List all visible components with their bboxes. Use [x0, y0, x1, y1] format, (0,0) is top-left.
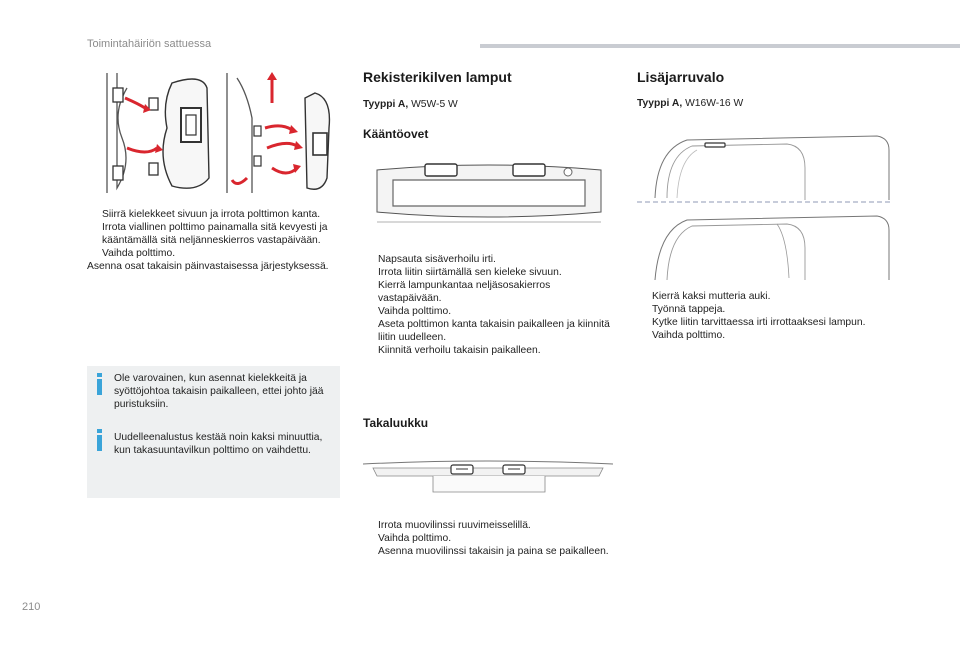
list-item: Siirrä kielekkeet sivuun ja irrota poltt…: [102, 209, 321, 220]
tailgate-lamp-instructions: Irrota muovilinssi ruuvimeisselillä. Vai…: [363, 519, 613, 558]
tailgate-lamp-illustration: [363, 450, 613, 500]
reset-note: Uudelleenalustus kestää noin kaksi minuu…: [87, 422, 340, 498]
reset-note-text: Uudelleenalustus kestää noin kaksi minuu…: [114, 432, 323, 456]
section-title-plate-lamps: Rekisterikilven lamput: [363, 69, 512, 85]
list-item: Kierrä kaksi mutteria auki.: [652, 291, 771, 302]
lamp-holder-illustration: [87, 68, 340, 198]
list-item: Vaihda polttimo.: [102, 248, 176, 259]
left-instructions: Siirrä kielekkeet sivuun ja irrota poltt…: [87, 208, 340, 273]
list-item: Napsauta sisäverhoilu irti.: [378, 254, 496, 265]
list-item: Kiinnitä verhoilu takaisin paikalleen.: [378, 345, 541, 356]
list-item: Irrota viallinen polttimo painamalla sit…: [102, 222, 328, 246]
list-item: Aseta polttimon kanta takaisin paikallee…: [378, 319, 610, 343]
section-title-brake-light: Lisäjarruvalo: [637, 69, 725, 85]
page-number: 210: [22, 601, 41, 613]
info-icon: [97, 429, 102, 451]
brake-light-instructions: Kierrä kaksi mutteria auki. Työnnä tappe…: [637, 290, 892, 342]
list-item: Kytke liitin tarvittaessa irti irrottaak…: [652, 317, 866, 328]
list-item: Irrota liitin siirtämällä sen kieleke si…: [378, 267, 562, 278]
header-bar: [480, 44, 960, 48]
running-header: Toimintahäiriön sattuessa: [87, 38, 212, 50]
door-steps-list: Napsauta sisäverhoilu irti. Irrota liiti…: [363, 253, 613, 357]
brake-steps-list: Kierrä kaksi mutteria auki. Työnnä tappe…: [637, 290, 892, 342]
door-plate-lamp-illustration: [363, 152, 613, 242]
subsection-title-doors: Kääntöovet: [363, 127, 429, 141]
list-item: Kierrä lampunkantaa neljäsosakierros vas…: [378, 280, 551, 304]
list-item: Vaihda polttimo.: [378, 306, 452, 317]
info-icon: [97, 373, 102, 395]
list-item: Vaihda polttimo.: [378, 533, 452, 544]
left-steps-list: Siirrä kielekkeet sivuun ja irrota poltt…: [87, 208, 340, 260]
plate-lamp-type: Tyyppi A, W5W-5 W: [363, 99, 458, 110]
list-item: Työnnä tappeja.: [652, 304, 726, 315]
brake-light-illustration: [637, 128, 892, 283]
list-item: Asenna muovilinssi takaisin ja paina se …: [378, 546, 609, 557]
list-item: Irrota muovilinssi ruuvimeisselillä.: [378, 520, 531, 531]
subsection-title-tailgate: Takaluukku: [363, 416, 429, 430]
brake-light-type: Tyyppi A, W16W-16 W: [637, 98, 744, 109]
caution-note: Ole varovainen, kun asennat kielekkeitä …: [87, 366, 340, 422]
door-lamp-instructions: Napsauta sisäverhoilu irti. Irrota liiti…: [363, 253, 613, 357]
caution-note-text: Ole varovainen, kun asennat kielekkeitä …: [114, 373, 324, 410]
reassembly-text: Asenna osat takaisin päinvastaisessa jär…: [87, 261, 329, 272]
list-item: Vaihda polttimo.: [652, 330, 726, 341]
tailgate-steps-list: Irrota muovilinssi ruuvimeisselillä. Vai…: [363, 519, 613, 558]
